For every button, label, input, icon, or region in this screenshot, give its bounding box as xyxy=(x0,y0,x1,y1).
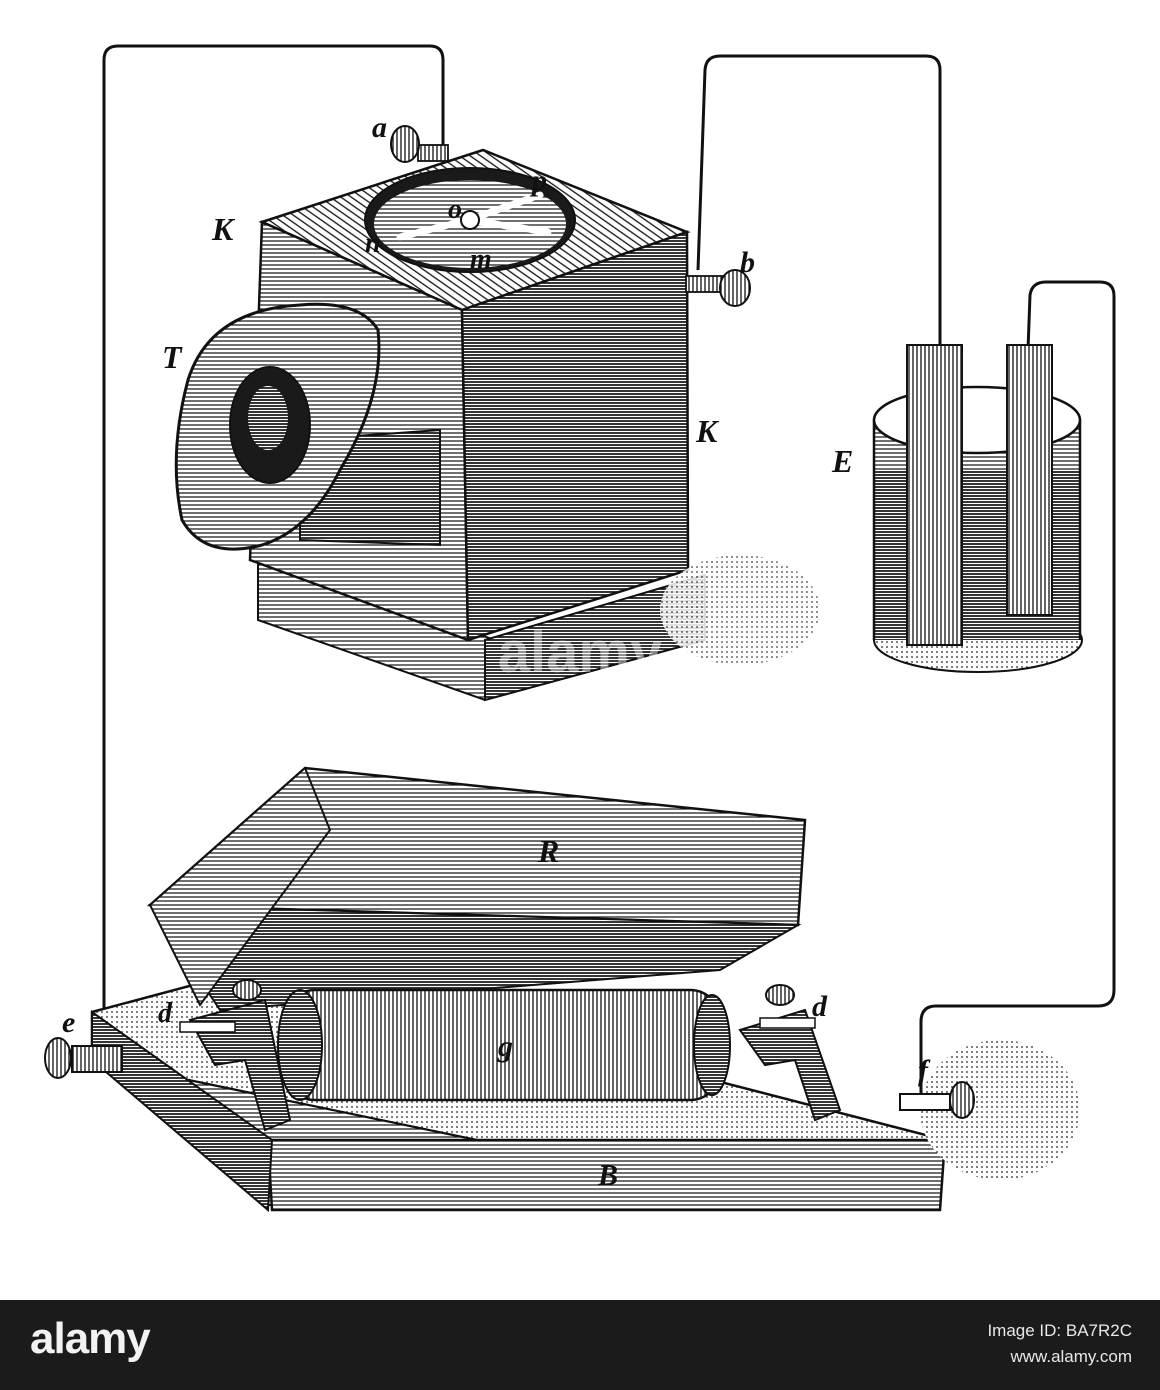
label-d-left: d xyxy=(158,998,173,1029)
label-n: n xyxy=(365,228,381,259)
label-e-terminal: e xyxy=(62,1006,75,1039)
label-b-board: B xyxy=(597,1159,618,1192)
label-p: p xyxy=(529,164,547,197)
label-b: b xyxy=(740,246,755,279)
label-f: f xyxy=(918,1054,931,1087)
engraving-illustration: alamy a b p o n m K K T E R g d d e f B xyxy=(44,44,1116,1213)
label-k-left: K xyxy=(211,211,236,247)
stock-footer: alamy Image ID: BA7R2C www.alamy.com xyxy=(0,1300,1160,1390)
site-url: www.alamy.com xyxy=(1010,1347,1132,1366)
label-t: T xyxy=(162,339,183,375)
battery-jar xyxy=(872,344,1083,673)
label-e-battery: E xyxy=(831,443,853,479)
receiver-board xyxy=(44,766,1080,1213)
label-k-right: K xyxy=(695,413,720,449)
label-r: R xyxy=(537,833,559,869)
label-d-right: d xyxy=(812,990,828,1023)
mouthpiece xyxy=(174,302,441,551)
label-o: o xyxy=(448,194,462,225)
alamy-logo: alamy xyxy=(30,1314,151,1363)
image-id: Image ID: BA7R2C xyxy=(987,1321,1132,1340)
label-a: a xyxy=(372,111,387,144)
watermark-center: alamy xyxy=(498,620,662,685)
label-m: m xyxy=(470,244,492,275)
image-info: Image ID: BA7R2C www.alamy.com xyxy=(987,1318,1132,1370)
letter-labels: a b p o n m K K T E R g d d e f B xyxy=(62,111,931,1192)
label-g: g xyxy=(497,1030,513,1063)
